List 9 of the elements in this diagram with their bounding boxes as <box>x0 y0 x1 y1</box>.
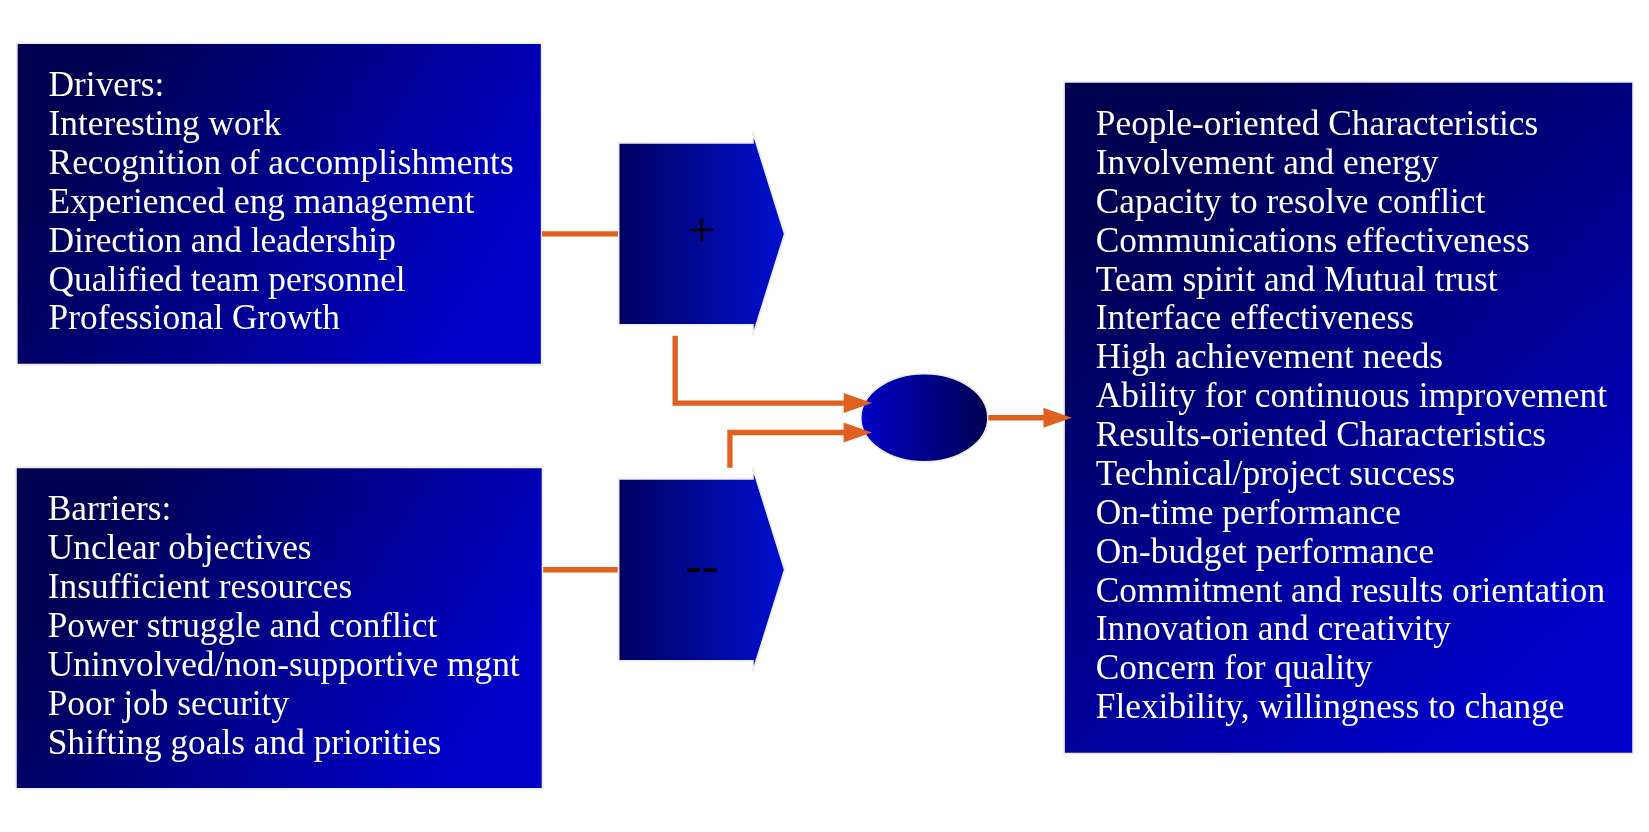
node-box: Drivers: Interesting work Recognition of accomplishments Experienced eng management Direction and leadership Qualified team personnel Professional Growth <box>15 42 543 366</box>
node-box: People-oriented Characteristics Involvement and energy Capacity to resolve conflict Communications effectiveness Team spirit and Mutual trust Interface effectiveness High achievement needs Ability for continuous improvement Results-oriented Characteristics Technical/project success On-time performance On-budget performance Commitment and results orientation Innovation and creativity Concern for quality Flexibility, willingness to change <box>1063 81 1634 755</box>
arrow <box>988 407 1072 428</box>
connector <box>543 567 618 573</box>
node-box: Barriers: Unclear objectives Insufficient resources Power struggle and conflict Uninvolved/non-supportive mgnt Poor job security Shifting goals and priorities <box>15 466 544 790</box>
arrow <box>727 422 872 468</box>
connector <box>541 231 618 237</box>
node-circle <box>859 372 989 463</box>
arrow <box>672 335 873 413</box>
